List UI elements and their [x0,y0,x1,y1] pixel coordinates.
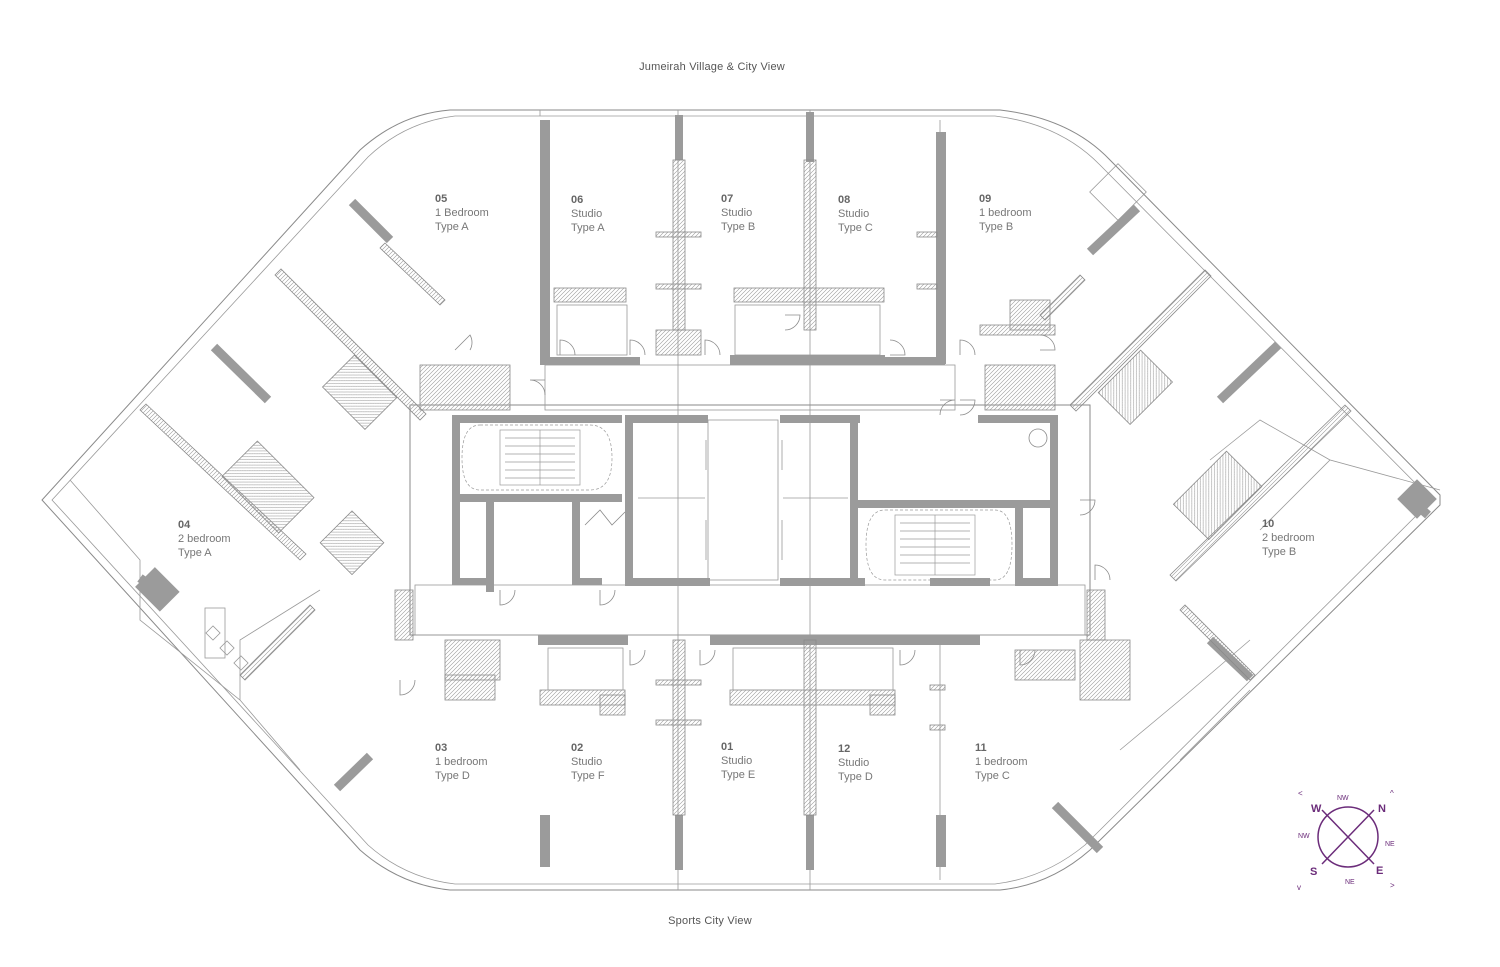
compass-nw-top: NW [1337,795,1349,802]
unit-label-08: 08 Studio Type C [838,194,873,234]
unit-label-09: 09 1 bedroom Type B [979,193,1032,233]
bottom-view-label: Sports City View [668,915,752,927]
compass-w: W [1311,803,1322,815]
svg-text:v: v [1297,883,1301,892]
unit-label-05: 05 1 Bedroom Type A [435,193,489,233]
unit-label-10: 10 2 bedroom Type B [1262,518,1315,558]
stair-west [461,424,613,491]
svg-text:1 bedroom: 1 bedroom [975,756,1028,768]
svg-text:<: < [1298,789,1303,798]
svg-text:05: 05 [435,193,447,205]
svg-text:2 bedroom: 2 bedroom [1262,532,1315,544]
svg-text:Studio: Studio [571,756,602,768]
top-view-label: Jumeirah Village & City View [639,61,785,73]
svg-text:12: 12 [838,743,850,755]
svg-text:1 bedroom: 1 bedroom [435,756,488,768]
compass-s: S [1310,866,1317,878]
svg-text:Studio: Studio [721,755,752,767]
svg-text:1 bedroom: 1 bedroom [979,207,1032,219]
svg-text:Type A: Type A [571,222,605,234]
svg-text:Type B: Type B [979,221,1013,233]
svg-text:Studio: Studio [721,207,752,219]
svg-text:03: 03 [435,742,447,754]
svg-text:1 Bedroom: 1 Bedroom [435,207,489,219]
svg-text:Type D: Type D [838,771,873,783]
svg-text:Type A: Type A [178,547,212,559]
svg-text:09: 09 [979,193,991,205]
unit-label-03: 03 1 bedroom Type D [435,742,488,782]
top-unit-walls [540,112,1056,365]
svg-text:Type E: Type E [721,769,755,781]
compass-ne-right: NE [1385,841,1395,848]
svg-text:07: 07 [721,193,733,205]
svg-text:>: > [1390,881,1395,890]
svg-text:08: 08 [838,194,850,206]
svg-text:06: 06 [571,194,583,206]
svg-text:2 bedroom: 2 bedroom [178,533,231,545]
unit-label-11: 11 1 bedroom Type C [975,742,1028,782]
svg-text:Type C: Type C [838,222,873,234]
svg-text:Type B: Type B [721,221,755,233]
svg-text:Studio: Studio [838,757,869,769]
compass-e: E [1376,865,1383,877]
wing-walls [135,163,1437,854]
svg-text:Type C: Type C [975,770,1010,782]
unit-label-12: 12 Studio Type D [838,743,873,783]
compass-rose: N W E S NW NE NE NW < ^ > v [1297,789,1395,892]
unit-label-02: 02 Studio Type F [571,742,605,782]
svg-text:Type F: Type F [571,770,605,782]
svg-text:Type A: Type A [435,221,469,233]
building-outline [41,109,1441,891]
svg-text:Type D: Type D [435,770,470,782]
svg-text:11: 11 [975,742,987,754]
svg-text:10: 10 [1262,518,1274,530]
svg-text:01: 01 [721,741,733,753]
compass-nw-left: NW [1298,833,1310,840]
stair-east [865,509,1013,581]
unit-label-04: 04 2 bedroom Type A [178,519,231,559]
unit-label-07: 07 Studio Type B [721,193,755,233]
unit-label-01: 01 Studio Type E [721,741,755,781]
svg-text:04: 04 [178,519,191,531]
compass-n: N [1378,803,1386,815]
unit-label-06: 06 Studio Type A [571,194,605,234]
svg-text:Studio: Studio [571,208,602,220]
building-core [409,355,1091,645]
doors [399,314,1111,696]
svg-text:Type B: Type B [1262,546,1296,558]
svg-text:^: ^ [1390,789,1394,798]
bottom-unit-walls [444,639,1076,870]
svg-text:02: 02 [571,742,583,754]
compass-ne-bottom: NE [1345,879,1355,886]
svg-text:Studio: Studio [838,208,869,220]
